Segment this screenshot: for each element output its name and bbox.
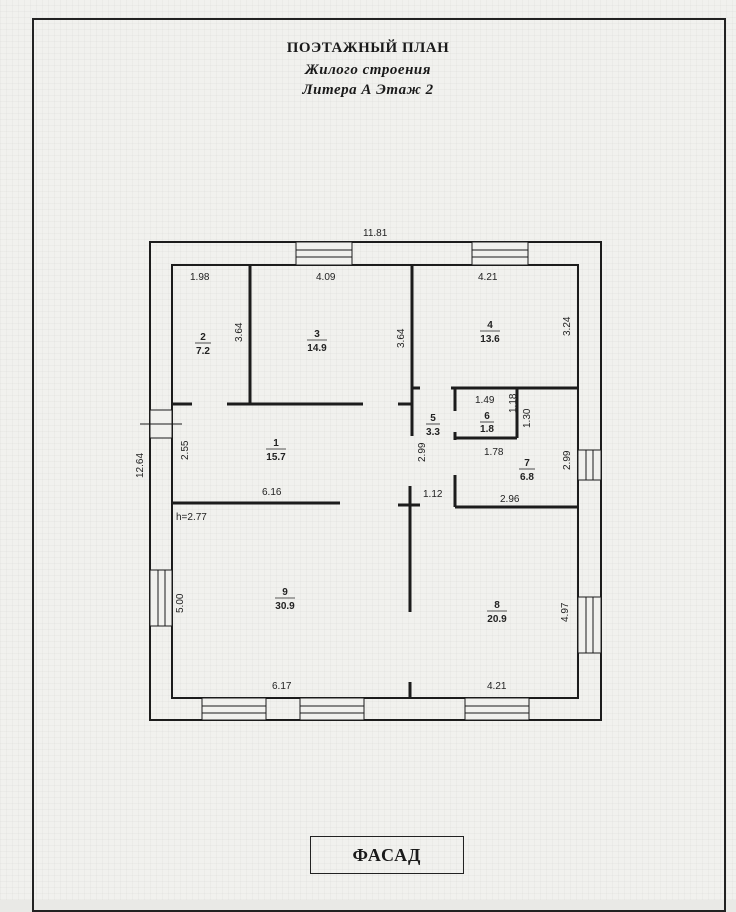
dim-6-16: 6.16 — [262, 487, 282, 498]
dim-2-55: 2.55 — [180, 440, 191, 460]
room-area: 3.3 — [426, 427, 440, 438]
top-window-right — [471, 241, 529, 266]
dim-3-24: 3.24 — [562, 316, 573, 336]
room-area: 30.9 — [275, 601, 295, 612]
room-number: 4 — [487, 320, 493, 331]
room-label-3: 3 14.9 — [307, 329, 327, 354]
right-window-upper — [577, 449, 602, 481]
room-number: 2 — [200, 332, 206, 343]
dim-3-64-a: 3.64 — [234, 322, 245, 342]
interior-partitions — [172, 265, 578, 698]
room-area: 1.8 — [480, 424, 494, 435]
dim-2-99-a: 2.99 — [417, 442, 428, 462]
dim-3-64-b: 3.64 — [396, 328, 407, 348]
room-label-1: 1 15.7 — [266, 438, 286, 463]
dim-4-21-top: 4.21 — [478, 272, 498, 283]
room-label-5: 5 3.3 — [426, 413, 440, 438]
room-number: 7 — [524, 458, 530, 469]
dim-4-09: 4.09 — [316, 272, 336, 283]
plan-title: ПОЭТАЖНЫЙ ПЛАН — [286, 40, 450, 56]
inner-wall-line — [171, 264, 579, 699]
bottom-window-2 — [299, 697, 365, 721]
room-area: 13.6 — [480, 334, 500, 345]
dim-1-49: 1.49 — [475, 395, 495, 406]
right-window-lower — [577, 596, 602, 654]
room-area: 15.7 — [266, 452, 286, 463]
dim-1-18: 1.18 — [508, 393, 519, 413]
bottom-window-3 — [464, 697, 530, 721]
room-label-4: 4 13.6 — [480, 320, 500, 345]
room-area: 7.2 — [196, 346, 210, 357]
room-area: 20.9 — [487, 614, 507, 625]
dim-4-97: 4.97 — [560, 602, 571, 622]
dim-1-78: 1.78 — [484, 447, 504, 458]
facade-label: ФАСАД — [352, 845, 422, 865]
room-label-2: 2 7.2 — [195, 332, 211, 357]
room-number: 1 — [273, 438, 279, 449]
plan-letter-floor: Литера А Этаж 2 — [302, 82, 434, 98]
facade-label-box: ФАСАД — [310, 836, 464, 874]
room-number: 6 — [484, 411, 490, 422]
room-number: 9 — [282, 587, 288, 598]
dim-5-00: 5.00 — [175, 593, 186, 613]
ceiling-height: h=2.77 — [176, 512, 207, 523]
room-area: 14.9 — [307, 343, 327, 354]
dim-overall-height: 12.64 — [135, 453, 146, 478]
room-label-9: 9 30.9 — [275, 587, 295, 612]
dim-1-12: 1.12 — [423, 489, 443, 500]
room-number: 3 — [314, 329, 320, 340]
room-label-6: 6 1.8 — [480, 411, 494, 435]
dim-overall-width: 11.81 — [363, 228, 388, 239]
dim-2-96: 2.96 — [500, 494, 520, 505]
left-door-opening — [140, 409, 182, 439]
room-number: 5 — [430, 413, 436, 424]
bottom-window-1 — [201, 697, 267, 721]
room-number: 8 — [494, 600, 500, 611]
plan-subtitle: Жилого строения — [305, 62, 431, 78]
dim-6-17: 6.17 — [272, 681, 292, 692]
outer-wall-line — [149, 241, 602, 721]
dim-2-99-b: 2.99 — [562, 450, 573, 470]
room-area: 6.8 — [520, 472, 534, 483]
dim-1-98: 1.98 — [190, 272, 210, 283]
left-window-lower — [149, 569, 173, 627]
room-label-8: 8 20.9 — [487, 600, 507, 625]
room-label-7: 7 6.8 — [519, 458, 535, 483]
top-window-left — [295, 241, 353, 266]
dim-1-30: 1.30 — [522, 408, 533, 428]
dim-4-21-bottom: 4.21 — [487, 681, 507, 692]
